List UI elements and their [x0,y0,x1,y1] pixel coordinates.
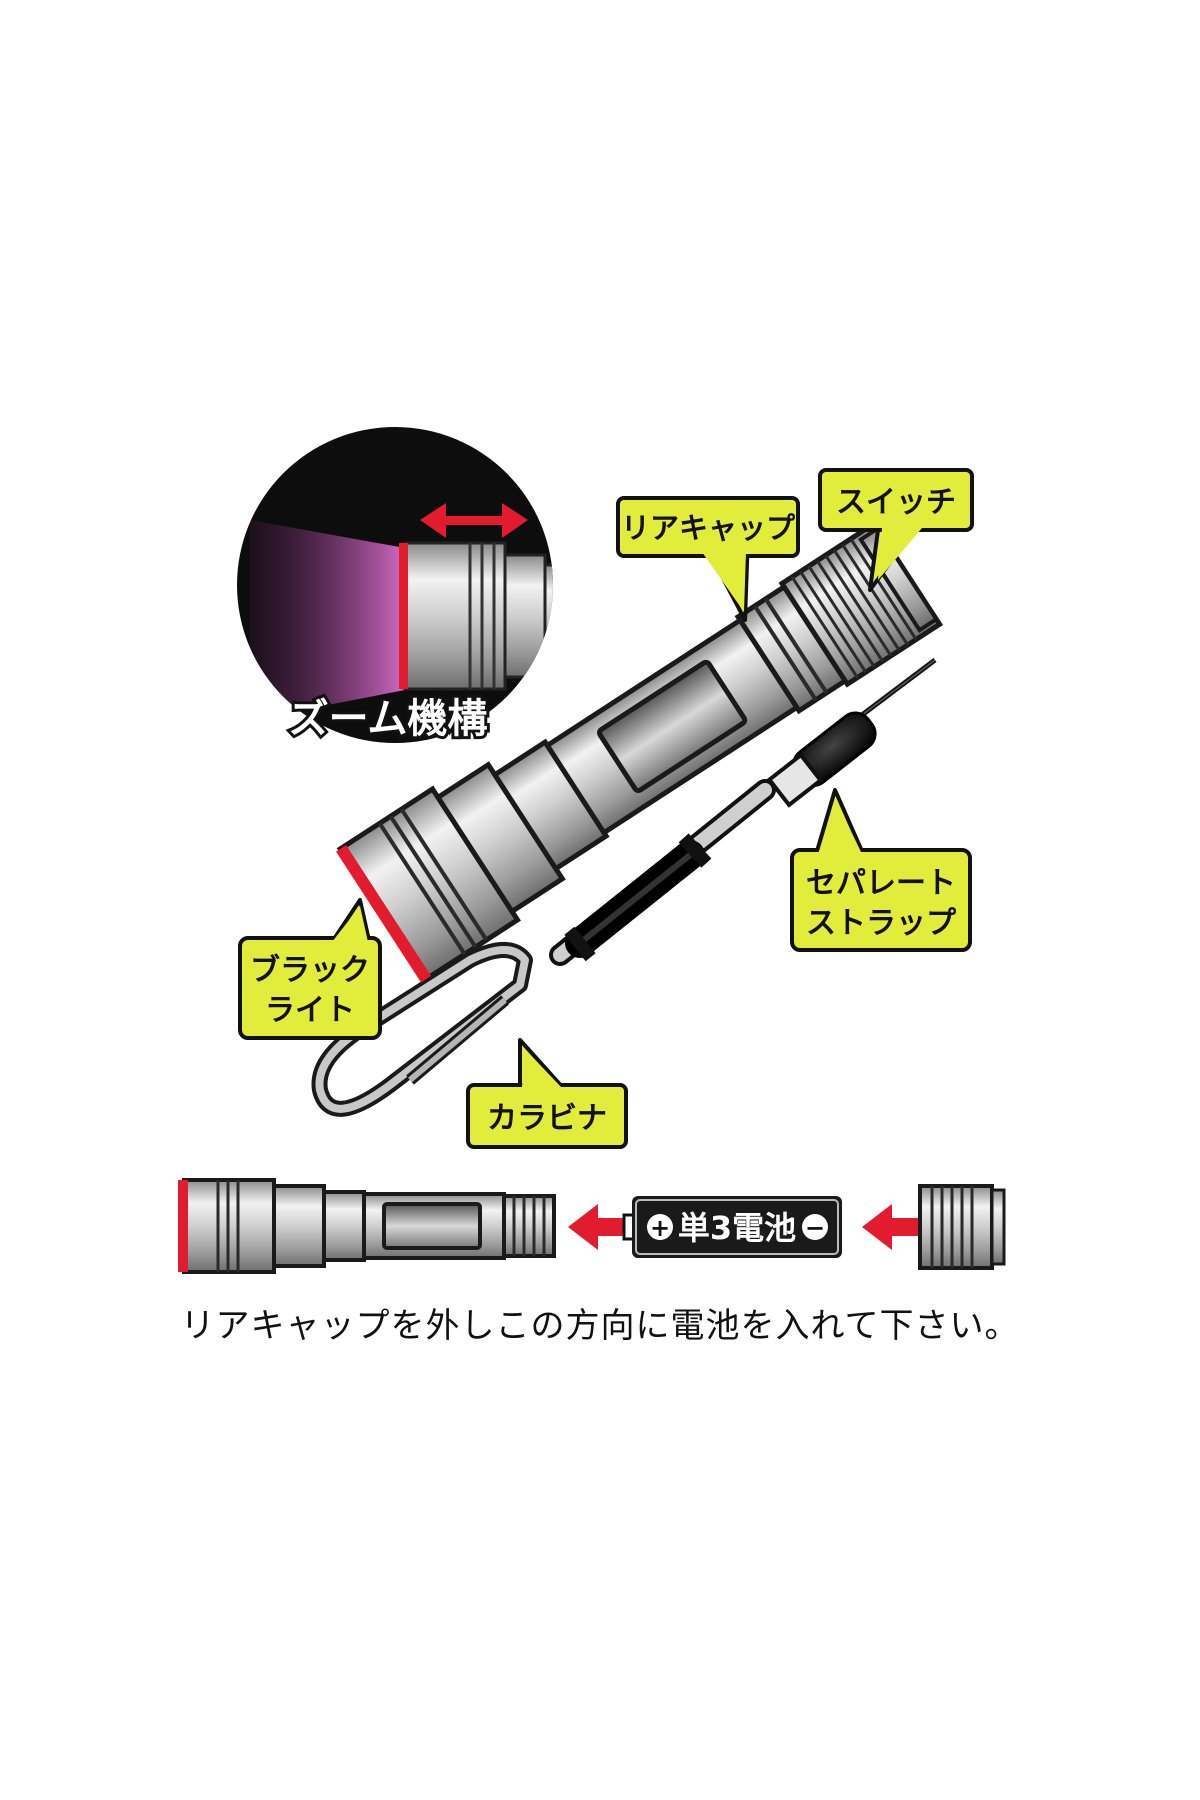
instruction-caption: リアキャップを外しこの方向に電池を入れて下さい。 [180,1306,1020,1346]
flashlight-body-horizontal [178,1178,556,1274]
carabiner-label: カラビナ [487,1101,607,1136]
switch-label: スイッチ [836,485,956,520]
insert-arrow-icon-left [568,1204,632,1250]
callout-switch: スイッチ [818,468,974,592]
separate-strap-label-line2: ストラップ [806,906,957,941]
battery-insertion-diagram: + 単3電池 − [178,1178,1006,1274]
uv-light-beam [250,520,405,720]
battery-minus-sign: − [805,1214,825,1242]
callout-carabiner: カラビナ [466,1038,628,1149]
callout-rear-cap: リアキャップ [616,496,800,622]
red-bezel [399,543,408,689]
zoom-mechanism-label: ズーム機構 [289,696,488,742]
carabiner [311,942,533,1117]
battery-label: 単3電池 [678,1209,796,1247]
black-light-label-line2: ライト [265,993,355,1028]
battery-plus-sign: + [650,1214,670,1242]
battery-plus-icon [647,1214,673,1240]
separate-strap [549,658,937,966]
rear-cap-label: リアキャップ [621,511,796,545]
black-light-label-line1: ブラック [250,953,370,988]
zoom-double-arrow-icon [420,503,528,538]
battery-minus-icon [802,1214,828,1240]
separate-strap-label-line1: セパレート [806,866,956,901]
rear-cap-detached [918,1184,1006,1270]
callout-separate-strap: セパレート ストラップ [790,788,972,952]
black-light-bezel [336,845,432,983]
aa-battery: + 単3電池 − [622,1196,842,1258]
zoom-inset: ズーム機構 [237,427,553,745]
callout-black-light: ブラック ライト [238,898,382,1040]
flashlight [336,520,944,984]
